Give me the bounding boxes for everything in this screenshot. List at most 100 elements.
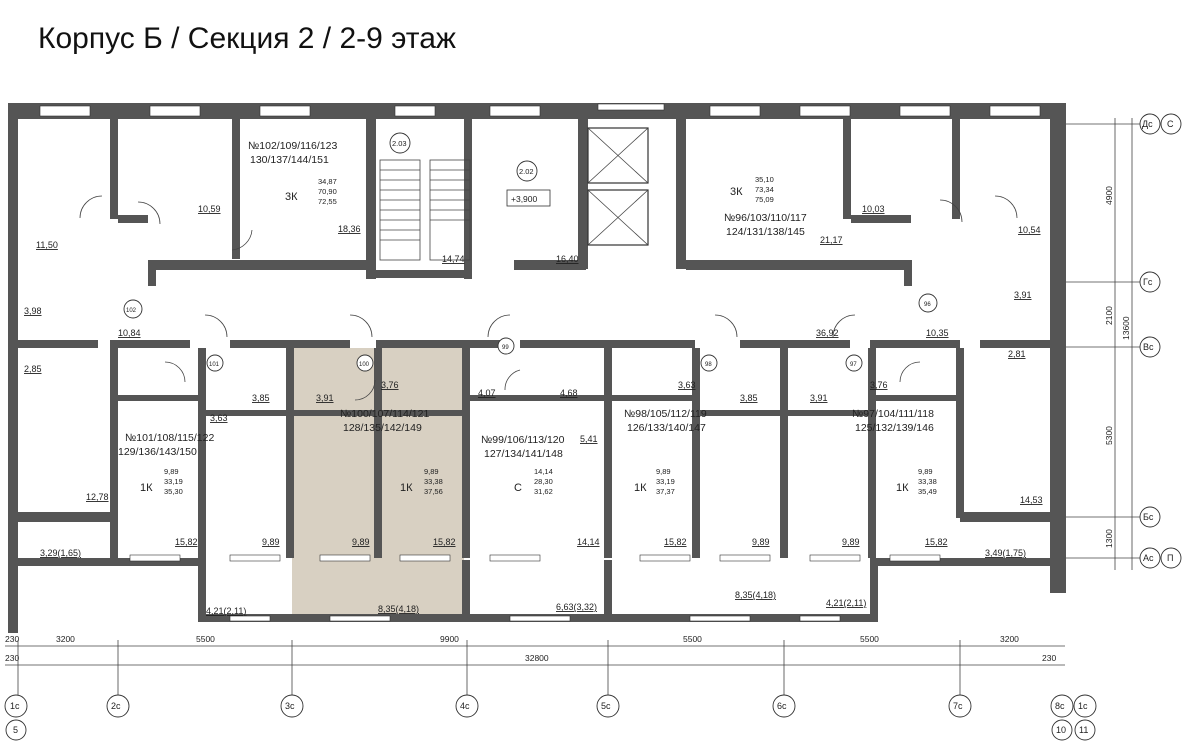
apt-101-numbers-line1: №101/108/115/122 [125,432,214,444]
apt-100-total-area: 33,38 [424,477,443,486]
room-area: 3,76 [870,380,888,390]
room-area: 11,50 [36,240,58,250]
room-marker: 99 [502,345,509,351]
apt-98-type: 1К [634,482,647,494]
room-area: 3,49(1,75) [985,548,1026,558]
room-area: 10,84 [118,328,141,338]
room-area: 4,07 [478,388,496,398]
apt-99-full-area: 31,62 [534,487,553,496]
dim-right: 5300 [1104,426,1114,445]
axis-label: 4с [460,701,470,711]
room-area: 5,41 [580,434,598,444]
axis-label: 11 [1079,725,1088,735]
axis-label: Ас [1143,553,1154,563]
apt-99-type: С [514,482,522,494]
room-marker: 96 [924,302,931,308]
room-area: 2,85 [24,364,42,374]
apt-100-numbers-line2: 128/135/142/149 [343,422,422,434]
apt-102-numbers-line2: 130/137/144/151 [250,154,329,166]
axis-label: 6с [777,701,787,711]
apt-99-numbers-line1: №99/106/113/120 [481,434,565,446]
room-area: 15,82 [664,537,687,547]
room-area: 9,89 [262,537,280,547]
room-area: 9,89 [842,537,860,547]
apt-100-numbers-line1: №100/107/114/121 [340,408,429,420]
room-area: 3,91 [316,393,334,403]
dim-top: 3200 [56,634,75,644]
room-area: 10,03 [862,204,885,214]
room-area: 36,92 [816,328,839,338]
dimension-lines: 230 3200 5500 9900 5500 5500 3200 230 32… [5,118,1133,666]
apt-98-numbers-line1: №98/105/112/119 [624,408,707,420]
dim-bottom: 230 [1042,653,1056,663]
apt-98-numbers-line2: 126/133/140/147 [627,422,706,434]
outer-walls [8,103,1066,633]
room-area: 21,17 [820,235,843,245]
room-area: 3,85 [740,393,758,403]
apt-102-type: 3К [285,191,298,203]
selected-apartment-loggia-highlight [292,560,464,620]
axis-label: 8с [1055,701,1065,711]
dim-top: 230 [5,634,19,644]
axis-label: 1с [10,701,20,711]
room-area: 10,35 [926,328,949,338]
dim-top: 5500 [683,634,702,644]
apt-101-living-area: 9,89 [164,467,179,476]
axis-label: П [1167,553,1173,563]
dim-top: 5500 [860,634,879,644]
axis-label: Гс [1143,277,1153,287]
axis-label: С [1167,119,1174,129]
apt-100-full-area: 37,56 [424,487,443,496]
axis-label: Бс [1143,512,1154,522]
apt-97-total-area: 33,38 [918,477,937,486]
axis-label: Вс [1143,342,1154,352]
room-area: 14,14 [577,537,600,547]
room-marker: 102 [126,308,137,314]
room-marker: 2.02 [519,167,534,176]
apartment-labels: №102/109/116/123 130/137/144/151 3К 34,8… [118,140,937,496]
room-area: 15,82 [433,537,456,547]
apt-97-numbers-line2: 125/132/139/146 [855,422,934,434]
apt-96-living-area: 35,10 [755,175,774,184]
apt-98-total-area: 33,19 [656,477,675,486]
room-area: 3,63 [210,413,228,423]
axis-markers-right: Дс С Гс Вс Бс Ас П [1066,113,1182,569]
page-title: Корпус Б / Секция 2 / 2-9 этаж [38,22,456,55]
room-marker: 2.03 [392,139,407,148]
room-area: 18,36 [338,224,361,234]
axis-label: 7с [953,701,963,711]
apt-102-total-area: 70,90 [318,187,337,196]
apt-99-numbers-line2: 127/134/141/148 [484,448,563,460]
apt-102-full-area: 72,55 [318,197,337,206]
apt-96-full-area: 75,09 [755,195,774,204]
apt-102-numbers-line1: №102/109/116/123 [248,140,337,152]
axis-label: 10 [1056,725,1066,735]
apt-98-living-area: 9,89 [656,467,671,476]
apt-96-total-area: 73,34 [755,185,774,194]
apt-97-living-area: 9,89 [918,467,933,476]
dim-bottom: 32800 [525,653,549,663]
apt-97-numbers-line1: №97/104/111/118 [852,408,934,420]
room-area: 3,85 [252,393,270,403]
dim-top: 9900 [440,634,459,644]
apt-101-total-area: 33,19 [164,477,183,486]
room-marker: 101 [209,362,220,368]
apt-101-numbers-line2: 129/136/143/150 [118,446,197,458]
apt-96-type: 3К [730,186,743,198]
apt-100-living-area: 9,89 [424,467,439,476]
axis-label: Дс [1142,119,1153,129]
apt-97-type: 1К [896,482,909,494]
apt-99-total-area: 28,30 [534,477,553,486]
apt-102-living-area: 34,87 [318,177,337,186]
apt-98-full-area: 37,37 [656,487,675,496]
room-area: 10,59 [198,204,221,214]
room-area: 4,68 [560,388,578,398]
staircase [379,159,471,261]
axis-label: 5с [601,701,611,711]
room-area: 9,89 [352,537,370,547]
room-area: 2,81 [1008,349,1026,359]
room-area: 14,74 [442,254,465,264]
room-area: 3,29(1,65) [40,548,81,558]
room-marker: 97 [850,362,857,368]
apt-96-numbers-line2: 124/131/138/145 [726,226,805,238]
